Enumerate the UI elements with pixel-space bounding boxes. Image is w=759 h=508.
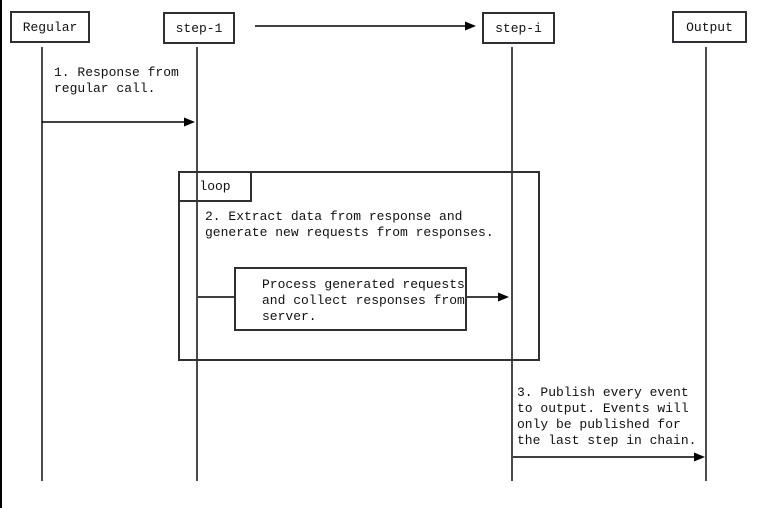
- participant-step-i-label: step-i: [495, 20, 542, 36]
- page-left-border: [0, 0, 2, 508]
- message-1-text: 1. Response from regular call.: [54, 65, 179, 96]
- lifeline-regular: [41, 47, 43, 481]
- chain-arrow: [255, 21, 476, 31]
- lifeline-step-i: [511, 47, 513, 481]
- loop-fragment-label: loop: [199, 179, 231, 194]
- message-3-arrow: [513, 452, 705, 462]
- participant-regular-label: Regular: [22, 19, 78, 35]
- lifeline-output: [705, 47, 707, 481]
- loop-fragment-frame: [178, 171, 540, 361]
- process-requests-box: Process generated requests and collect r…: [234, 267, 467, 331]
- message-1-arrow: [42, 117, 195, 127]
- message-2-text: 2. Extract data from response and genera…: [205, 209, 494, 240]
- lifeline-step-1: [196, 47, 198, 481]
- loop-fragment-label-box: loop: [178, 171, 252, 202]
- participant-regular: Regular: [10, 11, 90, 43]
- participant-step-1-label: step-1: [175, 20, 223, 36]
- participant-output: Output: [672, 11, 747, 43]
- message-3-text: 3. Publish every event to output. Events…: [517, 385, 697, 448]
- participant-output-label: Output: [686, 19, 733, 35]
- participant-step-i: step-i: [482, 12, 555, 44]
- participant-step-1: step-1: [163, 12, 235, 44]
- process-arrow-right: [467, 292, 509, 302]
